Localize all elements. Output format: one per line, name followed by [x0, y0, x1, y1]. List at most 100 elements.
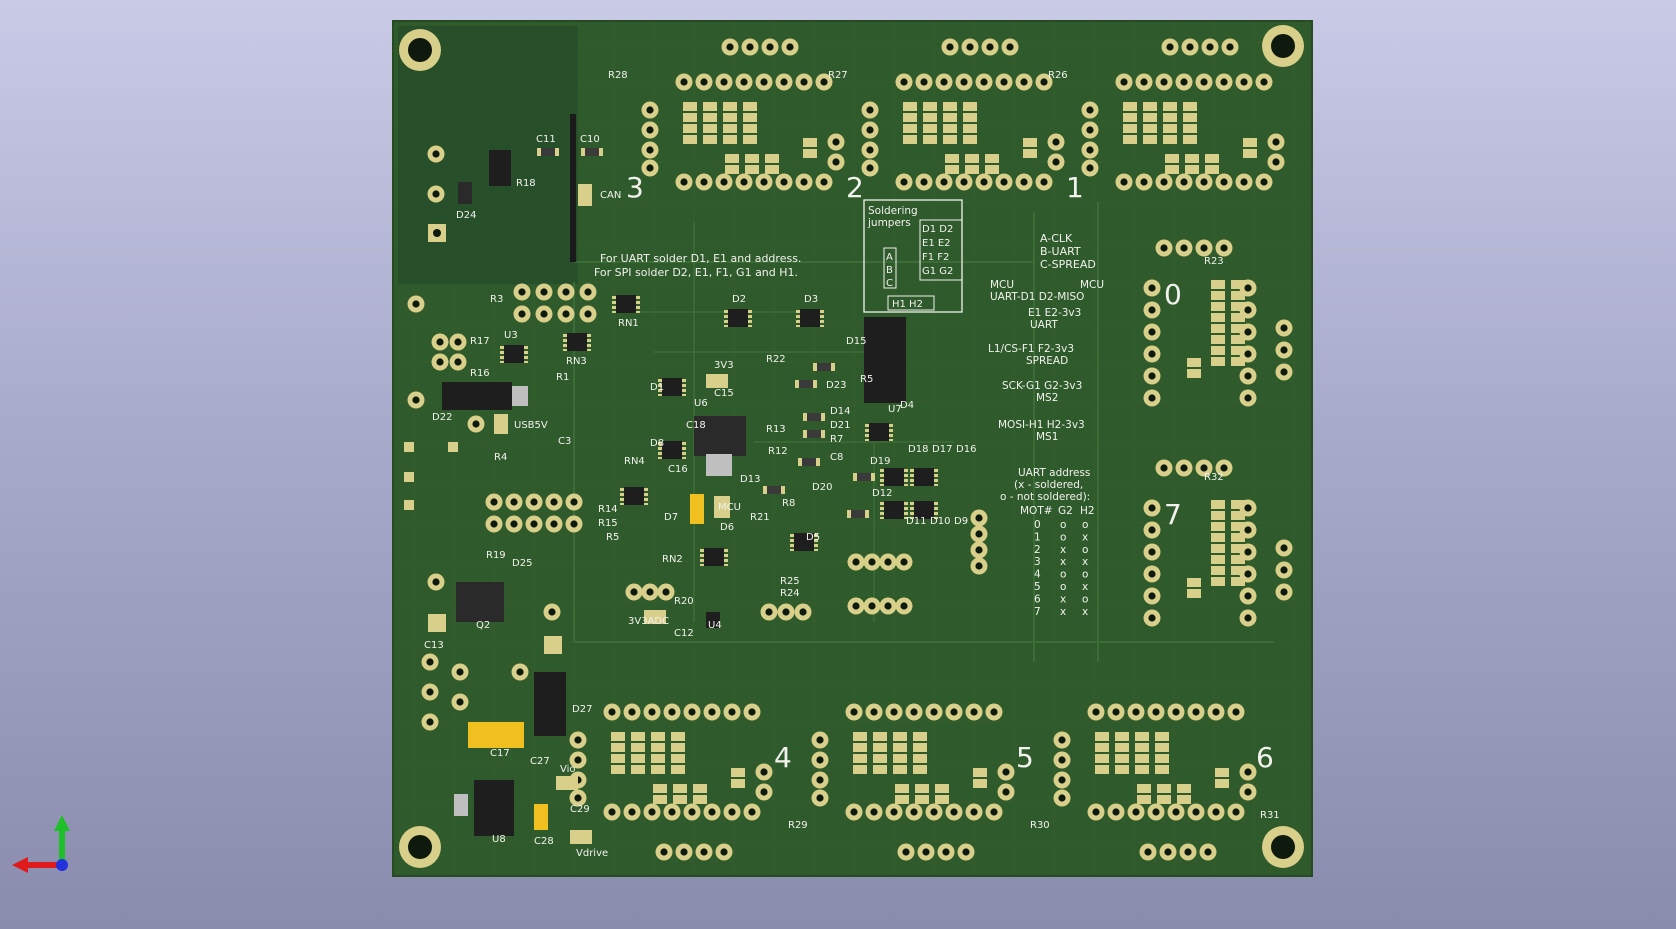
- ref-c12: C12: [674, 628, 694, 639]
- motor-number-1: 1: [1066, 171, 1084, 204]
- ref-d20: D20: [812, 482, 832, 493]
- address-cell: o: [1082, 544, 1088, 556]
- ref-c27: C27: [530, 756, 550, 767]
- address-cell: o: [1060, 519, 1066, 531]
- pcb-board[interactable]: 3 2 1 0 7 4 5 6 For UART solder D1, E1 a…: [394, 22, 1311, 875]
- ref-q2: Q2: [476, 620, 490, 631]
- ref-d8: D8: [650, 438, 664, 449]
- ref-d13: D13: [740, 474, 760, 485]
- address-cell: x: [1082, 606, 1088, 618]
- address-cell: 6: [1034, 593, 1041, 605]
- address-cell: 1: [1034, 531, 1041, 543]
- motor-number-2: 2: [846, 171, 864, 204]
- address-table-title: UART address: [1018, 467, 1090, 479]
- ref-c17: C17: [490, 748, 510, 759]
- ref-u7: U7: [888, 404, 902, 415]
- ref-c16: C16: [668, 464, 688, 475]
- jumper-pair: E1 E2: [922, 238, 951, 249]
- motor-number-3: 3: [626, 171, 644, 204]
- ref-d1: D1: [650, 382, 664, 393]
- jumper-pair: D1 D2: [922, 224, 953, 235]
- address-table-subtitle: o - not soldered):: [1000, 491, 1090, 503]
- ref-r28: R28: [608, 70, 628, 81]
- ref-r32: R32: [1204, 472, 1224, 483]
- ref-c29: C29: [570, 804, 590, 815]
- ref-r14: R14: [598, 504, 618, 515]
- ref-d18: D18: [908, 444, 928, 455]
- ref-r1: R1: [556, 372, 569, 383]
- ref-rn2: RN2: [662, 554, 683, 565]
- ref-r27: R27: [828, 70, 848, 81]
- ref-r18: R18: [516, 178, 536, 189]
- ref-c8: C8: [830, 452, 843, 463]
- ref-d19: D19: [870, 456, 890, 467]
- jumper-pair: G1 G2: [922, 266, 953, 277]
- ref-r31: R31: [1260, 810, 1280, 821]
- ref-r22: R22: [766, 354, 786, 365]
- legend-sck-label: MS2: [1036, 392, 1058, 404]
- ref-r29: R29: [788, 820, 808, 831]
- address-cell: x: [1060, 556, 1066, 568]
- legend-e-label: UART: [1030, 319, 1058, 331]
- ref-r26: R26: [1048, 70, 1068, 81]
- jumper-col: B: [886, 265, 893, 276]
- legend-mosi-label: MS1: [1036, 431, 1058, 443]
- ref-r5: R5: [606, 532, 619, 543]
- motor-number-5: 5: [1016, 741, 1034, 774]
- ref-d4: D4: [900, 400, 914, 411]
- ref-c18: C18: [686, 420, 706, 431]
- ref-c28: C28: [534, 836, 554, 847]
- address-cell: x: [1060, 606, 1066, 618]
- address-header: G2: [1058, 505, 1073, 517]
- jumper-box-subtitle: jumpers: [867, 217, 911, 229]
- ref-3v3adc: 3V3ADC: [628, 616, 669, 627]
- ref-r21: R21: [750, 512, 770, 523]
- mounting-hole: [399, 826, 441, 868]
- legend-l-row: L1/CS-F1 F2-3v3: [988, 343, 1074, 355]
- address-cell: o: [1060, 531, 1066, 543]
- ref-d24: D24: [456, 210, 476, 221]
- ref-r30: R30: [1030, 820, 1050, 831]
- ref-r15: R15: [598, 518, 618, 529]
- ref-r3: R3: [490, 294, 503, 305]
- ref-u6: U6: [694, 398, 708, 409]
- address-cell: 4: [1034, 569, 1041, 581]
- pcb-drawing: 3 2 1 0 7 4 5 6 For UART solder D1, E1 a…: [394, 22, 1311, 875]
- ref-d12: D12: [872, 488, 892, 499]
- ref-r12: R12: [768, 446, 788, 457]
- ref-usb5v: USB5V: [514, 420, 548, 431]
- ref-r4: R4: [494, 452, 507, 463]
- mounting-hole: [1262, 25, 1304, 67]
- ref-d3: D3: [804, 294, 818, 305]
- ref-r7: R7: [830, 434, 843, 445]
- jumper-col: C: [886, 278, 893, 289]
- ref-r24: R24: [780, 588, 800, 599]
- ref-r17: R17: [470, 336, 490, 347]
- legend-a: A-CLK: [1040, 232, 1073, 245]
- ref-d11: D11: [906, 516, 926, 527]
- uart-note: For UART solder D1, E1 and address.: [600, 252, 801, 265]
- ref-d15: D15: [846, 336, 866, 347]
- address-table-subtitle: (x - soldered,: [1014, 479, 1083, 491]
- ref-r23: R23: [1204, 256, 1224, 267]
- ref-d16: D16: [956, 444, 976, 455]
- address-cell: o: [1060, 581, 1066, 593]
- motor-number-7: 7: [1164, 498, 1182, 531]
- address-cell: 5: [1034, 581, 1041, 593]
- ref-d21: D21: [830, 420, 850, 431]
- ref-vdrive: Vdrive: [576, 848, 608, 859]
- mounting-hole: [1262, 826, 1304, 868]
- legend-mcu: MCU: [1080, 279, 1104, 291]
- jumper-col: A: [886, 252, 893, 263]
- ref-r5: R5: [860, 374, 873, 385]
- ref-d22: D22: [432, 412, 452, 423]
- legend-uart-row: UART-D1 D2-MISO: [990, 291, 1084, 303]
- address-cell: o: [1082, 593, 1088, 605]
- address-cell: x: [1082, 531, 1088, 543]
- address-cell: o: [1082, 569, 1088, 581]
- legend-mosi-row: MOSI-H1 H2-3v3: [998, 419, 1085, 431]
- ref-d6: D6: [720, 522, 734, 533]
- jumper-box-title: Soldering: [868, 205, 918, 217]
